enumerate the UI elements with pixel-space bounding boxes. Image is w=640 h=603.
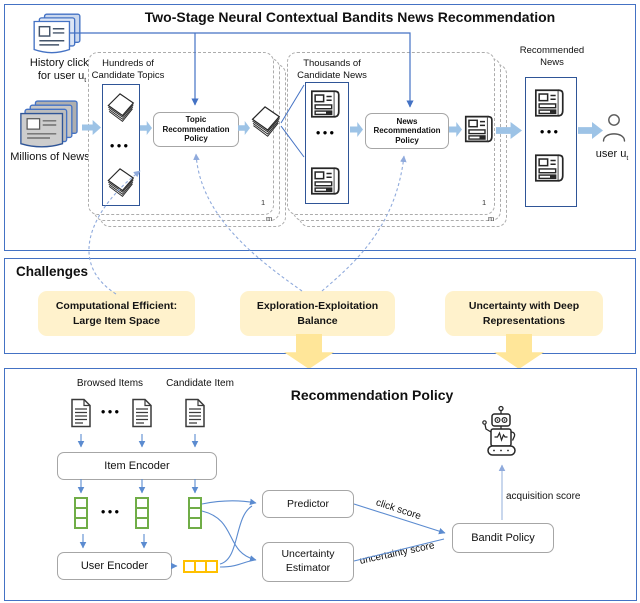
user-icon xyxy=(601,112,627,144)
item-encoder-box: Item Encoder xyxy=(57,452,217,480)
predictor-box: Predictor xyxy=(262,490,354,518)
millions-news-stack-icon xyxy=(18,100,82,152)
document-icon xyxy=(131,396,153,430)
item-embedding-vector xyxy=(135,497,149,529)
item-embedding-vector xyxy=(74,497,88,529)
stage2-index-back: m xyxy=(488,214,495,223)
news-recommendation-policy-box: News Recommendation Policy xyxy=(365,113,449,149)
ellipsis-dots: ●●● xyxy=(539,127,561,136)
selected-topics-icon xyxy=(248,106,282,138)
newspaper-icon xyxy=(309,88,343,120)
user-label: user ut xyxy=(595,148,629,163)
ellipsis-dots: ●●● xyxy=(100,407,122,416)
stage1-index-front: 1 xyxy=(261,198,266,207)
candidate-item-label: Candidate Item xyxy=(166,378,234,389)
ellipsis-dots: ●●● xyxy=(109,141,131,150)
stage2-index-front: 1 xyxy=(482,198,487,207)
newspaper-icon xyxy=(309,165,343,197)
browsed-items-label: Browsed Items xyxy=(76,378,144,389)
policy-title: Recommendation Policy xyxy=(290,387,454,403)
user-encoder-box: User Encoder xyxy=(57,552,172,580)
ellipsis-dots: ●●● xyxy=(100,507,122,516)
newspaper-icon xyxy=(533,87,567,119)
newspaper-icon xyxy=(533,152,567,184)
topic-stack-icon xyxy=(104,168,136,198)
document-icon xyxy=(70,396,92,430)
selected-news-icon xyxy=(463,112,496,146)
acquisition-score-label: acquisition score xyxy=(506,491,581,502)
stage1-index-back: m xyxy=(266,214,273,223)
millions-news-label: Millions of News xyxy=(10,151,90,163)
agent-robot-icon xyxy=(477,405,521,459)
topic-stack-icon xyxy=(104,93,136,123)
document-icon xyxy=(184,396,206,430)
challenges-heading: Challenges xyxy=(16,264,89,279)
candidate-embedding-vector xyxy=(188,497,202,529)
user-embedding-vector xyxy=(183,560,218,573)
topic-recommendation-policy-box: Topic Recommendation Policy xyxy=(153,112,239,147)
pipeline-title: Two-Stage Neural Contextual Bandits News… xyxy=(144,9,556,25)
challenge-computational-box: Computational Efficient:Large Item Space xyxy=(38,291,195,336)
history-clicks-stack-icon xyxy=(30,13,84,57)
ellipsis-dots: ●●● xyxy=(315,128,337,137)
bandit-policy-box: Bandit Policy xyxy=(452,523,554,553)
